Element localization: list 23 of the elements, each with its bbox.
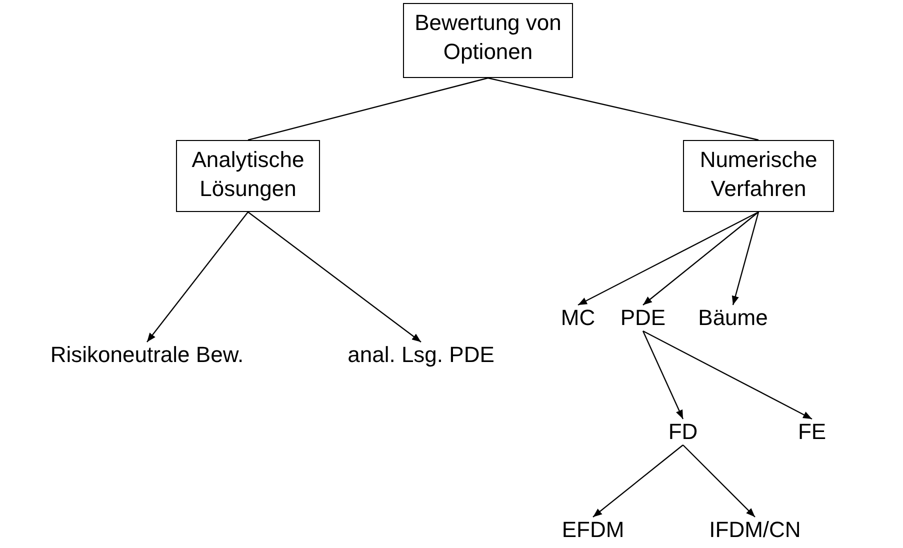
leaf-label: FD xyxy=(668,419,698,445)
category-box: Bewertung von Optionen xyxy=(403,3,573,78)
leaf-label: Risikoneutrale Bew. xyxy=(50,342,244,368)
connector-line xyxy=(488,77,759,141)
arrow xyxy=(592,444,684,518)
arrow xyxy=(578,211,759,306)
leaf-label: MC xyxy=(560,305,596,331)
arrow xyxy=(248,212,422,342)
leaf-label: FE xyxy=(798,419,826,445)
arrow xyxy=(642,212,759,306)
leaf-label: Bäume xyxy=(698,305,768,331)
category-box: Analytische Lösungen xyxy=(176,140,320,212)
leaf-label: PDE xyxy=(620,305,666,331)
connector-line xyxy=(248,77,488,141)
leaf-label: anal. Lsg. PDE xyxy=(348,342,494,368)
arrow xyxy=(732,212,760,306)
arrow xyxy=(682,444,756,518)
arrow xyxy=(642,330,812,420)
leaf-label: IFDM/CN xyxy=(709,517,801,543)
leaf-label: EFDM xyxy=(562,517,624,543)
category-box: Numerische Verfahren xyxy=(683,140,834,212)
arrow xyxy=(146,212,248,342)
arrow xyxy=(642,330,684,420)
